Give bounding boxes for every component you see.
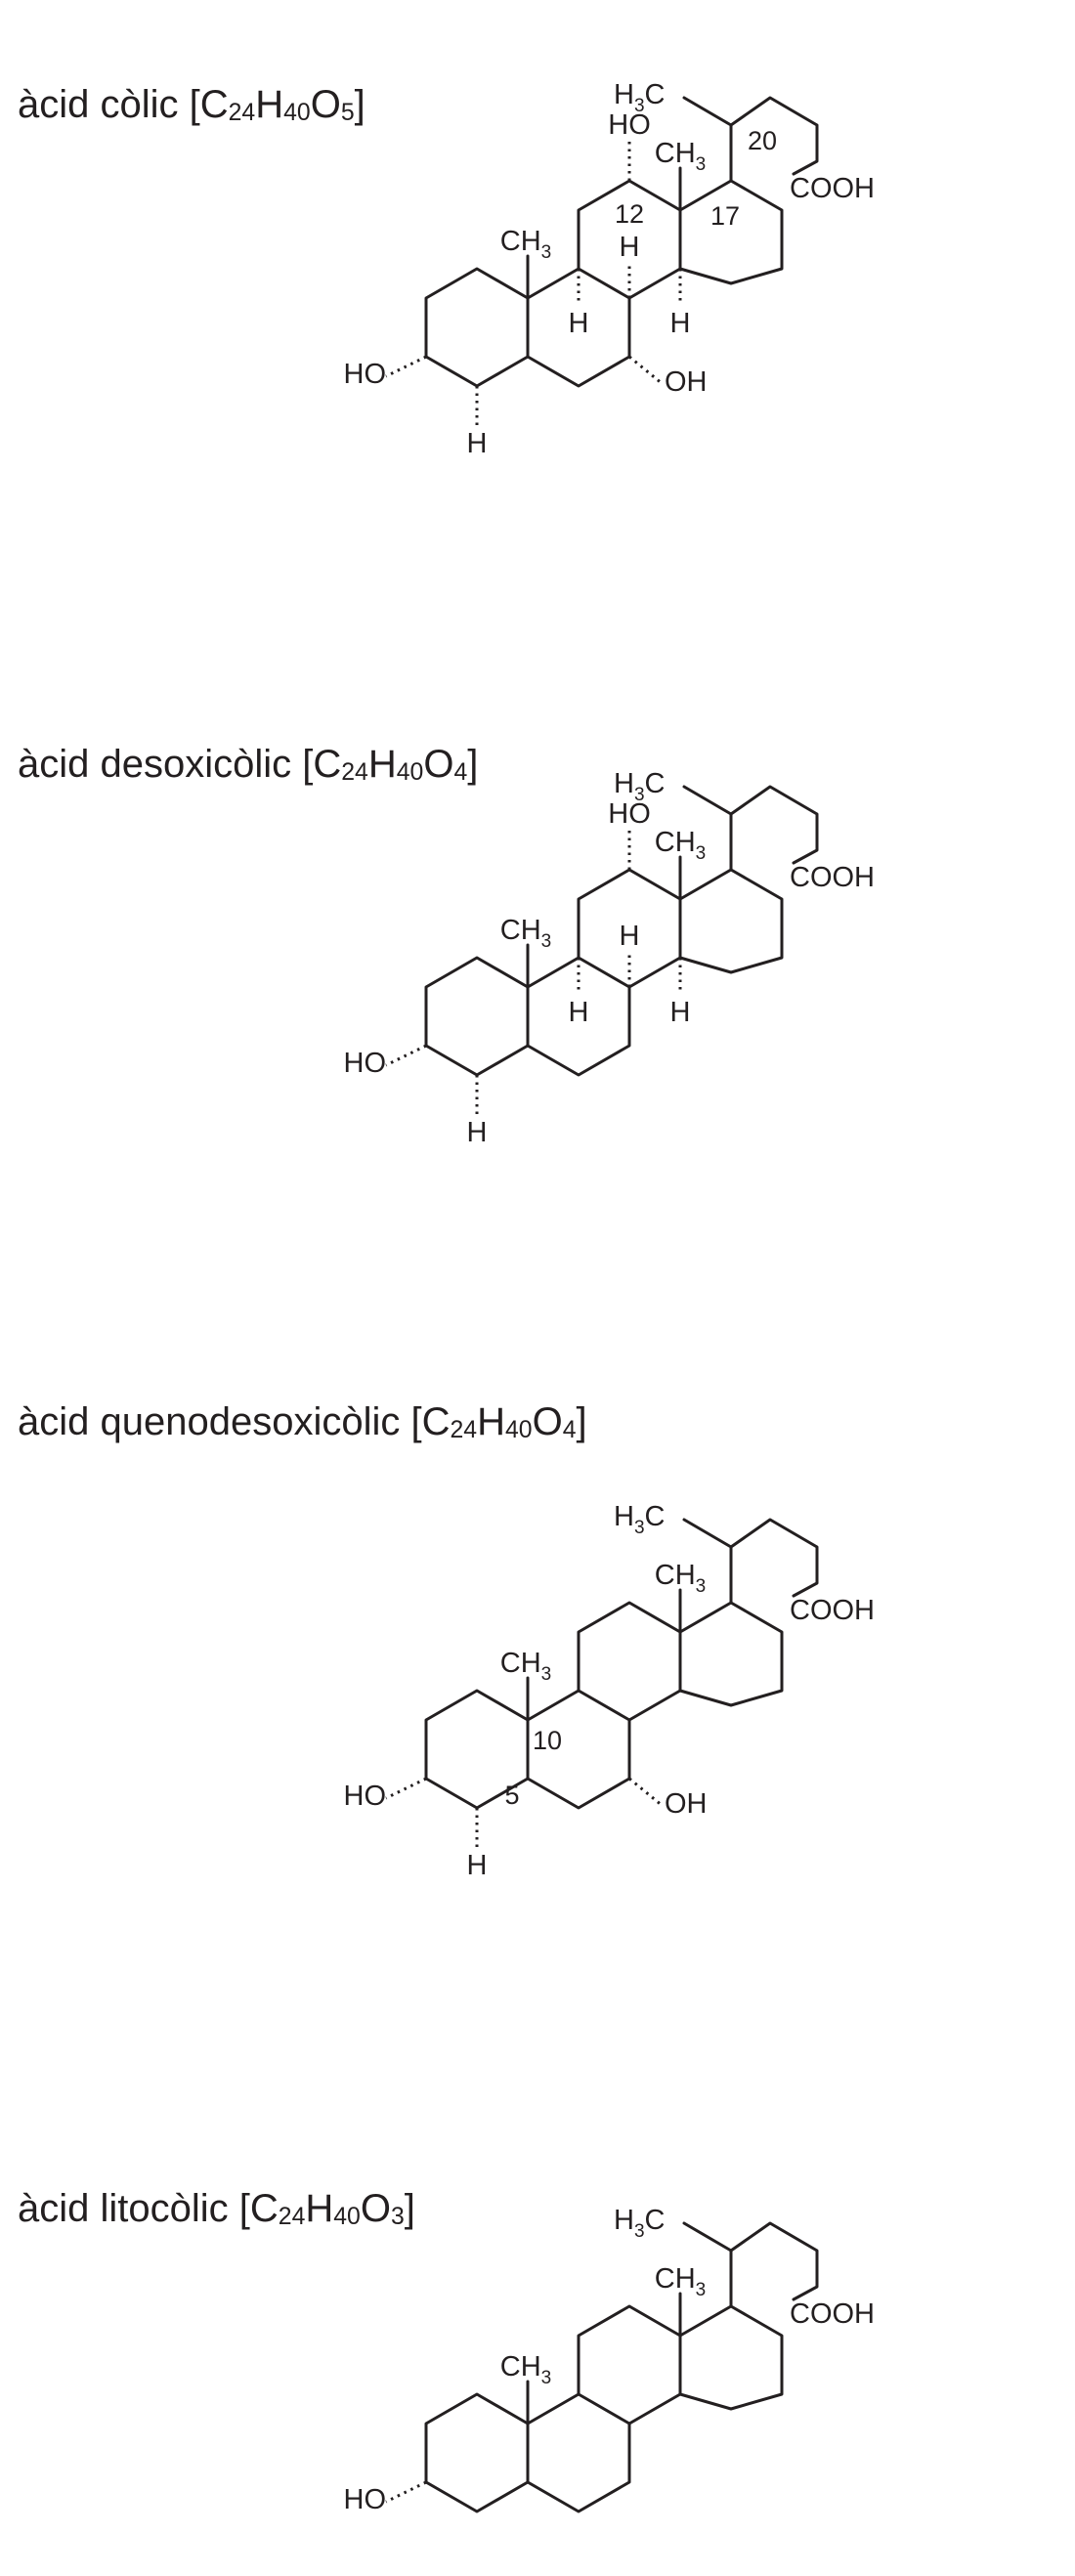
methyl-c: C [645, 768, 666, 799]
methyl-c10-label: CH3 [500, 226, 551, 263]
methyl-subscript: 3 [634, 1518, 645, 1538]
compound-name: àcid desoxicòlic [18, 743, 292, 786]
locant-12: 12 [615, 199, 644, 229]
methyl-h: H [614, 79, 634, 110]
compound-name: àcid còlic [18, 83, 179, 126]
steroid-skeleton [385, 96, 819, 425]
compound-title: àcid quenodesoxicòlic [C24H40O4] [18, 1400, 587, 1443]
methyl-subscript: 3 [634, 96, 645, 116]
compound-title: àcid desoxicòlic [C24H40O4] [18, 743, 479, 786]
carboxyl-label: COOH [790, 173, 875, 204]
carboxyl-label: COOH [790, 2298, 875, 2330]
methyl-subscript: 3 [541, 2368, 552, 2388]
methyl-c: C [645, 2205, 666, 2236]
formula-c-count: 24 [228, 99, 256, 126]
methyl-h: H [614, 1501, 634, 1532]
compound-panel-quenodesoxicolic: àcid quenodesoxicòlic [C24H40O4] HO OH C… [0, 1349, 1075, 1954]
formula-h-count: 40 [504, 1416, 533, 1443]
methyl-ch: CH [655, 827, 696, 858]
compound-panel-litocolic: àcid litocòlic [C24H40O3] HO CH3 CH3 H3C… [0, 2052, 1075, 2576]
compound-title: àcid còlic [C24H40O5] [18, 83, 366, 126]
structure-colic: HO OH HO CH3 CH3 H3C COOH H H H H 12 17 … [344, 79, 876, 459]
compound-name: àcid quenodesoxicòlic [18, 1400, 401, 1443]
methyl-ch: CH [500, 1648, 541, 1679]
structure-litocolic: HO CH3 CH3 H3C COOH [344, 2205, 876, 2515]
locant-17: 17 [710, 201, 740, 231]
methyl-ch: CH [500, 2351, 541, 2383]
methyl-subscript: 3 [541, 242, 552, 263]
methyl-ch: CH [655, 138, 696, 169]
hydrogen-c14-label: H [670, 997, 691, 1028]
hydrogen-c8-label: H [620, 232, 640, 263]
methyl-h: H [614, 2205, 634, 2236]
locant-20: 20 [748, 126, 777, 155]
hydrogen-c5-label: H [467, 1117, 488, 1148]
hydroxyl-c3-label: HO [344, 1781, 387, 1812]
locant-10: 10 [533, 1726, 562, 1755]
methyl-h: H [614, 768, 634, 799]
hydrogen-c9-label: H [569, 308, 589, 339]
methyl-c13-label: CH3 [655, 827, 706, 864]
formula-o-count: 3 [390, 2203, 405, 2230]
methyl-c13-label: CH3 [655, 2263, 706, 2300]
compound-name: àcid litocòlic [18, 2187, 229, 2230]
methyl-subscript: 3 [696, 843, 707, 864]
hydroxyl-c3-label: HO [344, 2484, 387, 2515]
methyl-c13-label: CH3 [655, 138, 706, 175]
formula-o-count: 4 [453, 758, 468, 786]
formula-h-count: 40 [396, 758, 424, 786]
methyl-subscript: 3 [541, 1664, 552, 1685]
methyl-ch: CH [655, 1560, 696, 1591]
carboxyl-label: COOH [790, 1595, 875, 1626]
hydroxyl-c12-label: HO [608, 798, 651, 830]
hydroxyl-c12-label: HO [608, 109, 651, 141]
formula-c-count: 24 [278, 2203, 306, 2230]
hydroxyl-c3-label: HO [344, 1048, 387, 1079]
methyl-subscript: 3 [541, 931, 552, 952]
locant-5: 5 [504, 1781, 519, 1810]
compound-panel-colic: àcid còlic [C24H40O5] [0, 0, 1075, 586]
methyl-subscript: 3 [696, 1576, 707, 1597]
compound-panel-desoxicolic: àcid desoxicòlic [C24H40O4] HO HO CH3 CH… [0, 665, 1075, 1270]
hydrogen-c5-label: H [467, 428, 488, 459]
compound-title: àcid litocòlic [C24H40O3] [18, 2187, 415, 2230]
formula-h-count: 40 [283, 99, 311, 126]
methyl-c10-label: CH3 [500, 1648, 551, 1685]
methyl-c21-label: H3C [614, 1501, 665, 1538]
methyl-c: C [645, 79, 666, 110]
methyl-subscript: 3 [696, 2280, 707, 2300]
hydrogen-c5-label: H [467, 1850, 488, 1881]
methyl-c: C [645, 1501, 666, 1532]
formula-h-count: 40 [333, 2203, 361, 2230]
structure-quenodesoxicolic: HO OH CH3 CH3 H3C COOH H 10 5 [344, 1501, 876, 1881]
formula-o-count: 4 [562, 1416, 577, 1443]
hydrogen-c14-label: H [670, 308, 691, 339]
methyl-c10-label: CH3 [500, 915, 551, 952]
formula-o-count: 5 [340, 99, 355, 126]
steroid-skeleton [385, 785, 819, 1114]
structure-desoxicolic: HO HO CH3 CH3 H3C COOH H H H H [344, 768, 876, 1148]
steroid-skeleton [385, 1518, 819, 1847]
methyl-subscript: 3 [634, 785, 645, 805]
formula-c-count: 24 [450, 1416, 478, 1443]
methyl-c21-label: H3C [614, 79, 665, 116]
hydrogen-c9-label: H [569, 997, 589, 1028]
methyl-c10-label: CH3 [500, 2351, 551, 2388]
methyl-c13-label: CH3 [655, 1560, 706, 1597]
hydroxyl-c7-label: OH [665, 366, 708, 398]
methyl-subscript: 3 [634, 2221, 645, 2242]
methyl-subscript: 3 [696, 154, 707, 175]
methyl-ch: CH [500, 226, 541, 257]
methyl-c21-label: H3C [614, 2205, 665, 2242]
hydroxyl-c7-label: OH [665, 1788, 708, 1820]
carboxyl-label: COOH [790, 862, 875, 893]
methyl-c21-label: H3C [614, 768, 665, 805]
methyl-ch: CH [500, 915, 541, 946]
hydroxyl-c3-label: HO [344, 359, 387, 390]
methyl-ch: CH [655, 2263, 696, 2295]
steroid-skeleton [385, 2221, 819, 2513]
hydrogen-c8-label: H [620, 921, 640, 952]
formula-c-count: 24 [341, 758, 368, 786]
